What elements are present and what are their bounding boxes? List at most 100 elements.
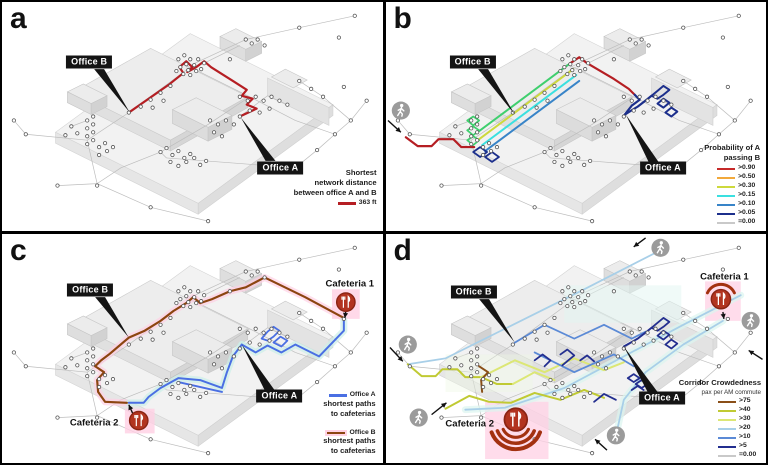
corridor-line xyxy=(86,140,209,222)
route-path xyxy=(463,294,742,411)
network-node xyxy=(581,162,586,167)
building-face xyxy=(270,300,308,321)
network-node xyxy=(257,342,262,347)
network-node xyxy=(320,326,326,331)
network-node xyxy=(176,148,181,154)
corridor-line xyxy=(587,45,624,64)
network-node xyxy=(510,342,515,347)
network-node xyxy=(332,364,338,369)
building-face xyxy=(267,309,330,358)
corridor-line xyxy=(678,332,751,367)
network-node xyxy=(126,342,131,347)
corridor-line xyxy=(470,344,513,373)
route-path xyxy=(630,385,645,391)
network-node xyxy=(581,394,586,399)
network-node xyxy=(269,94,274,99)
network-node xyxy=(692,318,697,323)
network-node xyxy=(188,72,193,78)
network-node xyxy=(458,131,463,136)
corridor-line xyxy=(440,183,481,186)
network-node xyxy=(557,69,562,74)
network-node xyxy=(599,354,604,359)
entry-arrow-head xyxy=(128,404,134,411)
corridor-line xyxy=(316,134,336,151)
network-node xyxy=(91,130,96,135)
network-node xyxy=(138,336,143,341)
network-node xyxy=(575,63,580,68)
corridor-line xyxy=(440,415,481,418)
route-path xyxy=(623,94,653,116)
network-node xyxy=(158,381,163,387)
network-node xyxy=(551,391,557,396)
corridor-line xyxy=(470,112,513,141)
network-node xyxy=(553,152,559,158)
panel-letter-a: a xyxy=(10,2,27,35)
network-node xyxy=(557,301,562,306)
network-node xyxy=(478,183,483,188)
network-node xyxy=(615,354,620,359)
entry-arrow-head xyxy=(342,312,349,318)
network-node xyxy=(698,147,703,153)
label-leader xyxy=(241,344,275,390)
network-node xyxy=(161,98,166,103)
network-node xyxy=(219,134,225,139)
network-node xyxy=(148,437,153,442)
network-node xyxy=(198,394,203,399)
network-node xyxy=(95,183,100,188)
corridor-line xyxy=(87,112,130,141)
network-node xyxy=(637,326,642,331)
entry-arrow-head xyxy=(720,313,726,319)
network-node xyxy=(565,53,570,58)
network-node xyxy=(208,118,213,123)
network-node xyxy=(182,155,187,161)
network-node xyxy=(75,363,80,368)
corridor-line xyxy=(543,328,634,385)
network-node xyxy=(641,110,646,115)
network-node xyxy=(138,104,143,109)
label-leader xyxy=(240,117,276,161)
network-node xyxy=(452,124,457,129)
network-node xyxy=(11,350,16,355)
network-node xyxy=(603,366,608,371)
network-node xyxy=(176,163,181,168)
network-node xyxy=(63,365,68,370)
network-node xyxy=(243,269,248,274)
network-node xyxy=(571,151,576,157)
corridor-line xyxy=(203,45,240,64)
network-node xyxy=(168,159,173,164)
network-node xyxy=(532,329,537,334)
network-node xyxy=(582,299,587,304)
route-path xyxy=(465,115,480,127)
network-node xyxy=(585,61,590,66)
network-node xyxy=(720,267,725,272)
walker-icon xyxy=(390,100,411,121)
network-node xyxy=(249,273,254,278)
network-node xyxy=(646,43,651,48)
network-node xyxy=(468,126,473,131)
corridor-line xyxy=(71,120,88,127)
crowdedness-arc xyxy=(495,429,536,445)
network-node xyxy=(571,72,576,78)
network-node xyxy=(188,289,193,294)
network-node xyxy=(181,71,186,77)
network-node xyxy=(182,387,187,393)
network-node xyxy=(660,98,666,103)
corridor-line xyxy=(186,39,246,68)
entry-arrow-head xyxy=(633,241,639,247)
network-node xyxy=(532,97,537,102)
network-node xyxy=(575,155,580,161)
network-node xyxy=(293,397,298,402)
network-node xyxy=(206,451,211,456)
network-node xyxy=(637,94,642,99)
network-node xyxy=(192,63,197,68)
network-node xyxy=(468,358,473,363)
network-node xyxy=(341,316,346,321)
network-node xyxy=(85,366,90,371)
corridor-line xyxy=(71,352,88,359)
network-node xyxy=(55,415,60,420)
cafeteria-icon xyxy=(128,410,149,431)
network-node xyxy=(629,330,634,335)
network-node xyxy=(631,108,636,113)
network-node xyxy=(474,122,479,127)
